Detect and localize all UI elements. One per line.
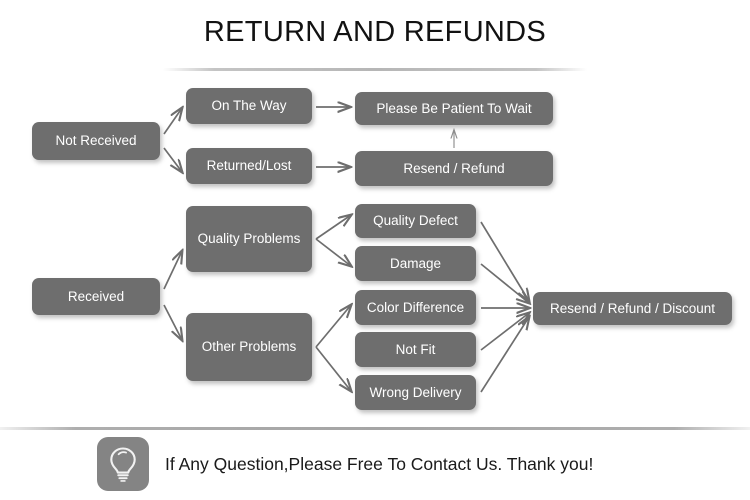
footer-divider — [0, 427, 750, 430]
node-not-fit[interactable]: Not Fit — [355, 332, 476, 367]
footer: If Any Question,Please Free To Contact U… — [97, 437, 593, 491]
node-quality-problems[interactable]: Quality Problems — [186, 206, 312, 272]
node-on-the-way[interactable]: On The Way — [186, 88, 312, 124]
lightbulb-icon — [97, 437, 149, 491]
node-received[interactable]: Received — [32, 278, 160, 315]
node-not-received[interactable]: Not Received — [32, 122, 160, 160]
node-quality-defect[interactable]: Quality Defect — [355, 204, 476, 238]
node-resend-refund-discount[interactable]: Resend / Refund / Discount — [533, 292, 732, 325]
page-title: RETURN AND REFUNDS — [203, 16, 547, 48]
node-please-be-patient-to-wait[interactable]: Please Be Patient To Wait — [355, 92, 553, 125]
node-damage[interactable]: Damage — [355, 246, 476, 281]
node-other-problems[interactable]: Other Problems — [186, 313, 312, 381]
footer-message: If Any Question,Please Free To Contact U… — [165, 453, 594, 474]
node-wrong-delivery[interactable]: Wrong Delivery — [355, 375, 476, 410]
node-returned-lost[interactable]: Returned/Lost — [186, 148, 312, 184]
node-color-difference[interactable]: Color Difference — [355, 290, 476, 325]
title-divider — [163, 68, 587, 71]
node-resend-refund[interactable]: Resend / Refund — [355, 151, 553, 186]
